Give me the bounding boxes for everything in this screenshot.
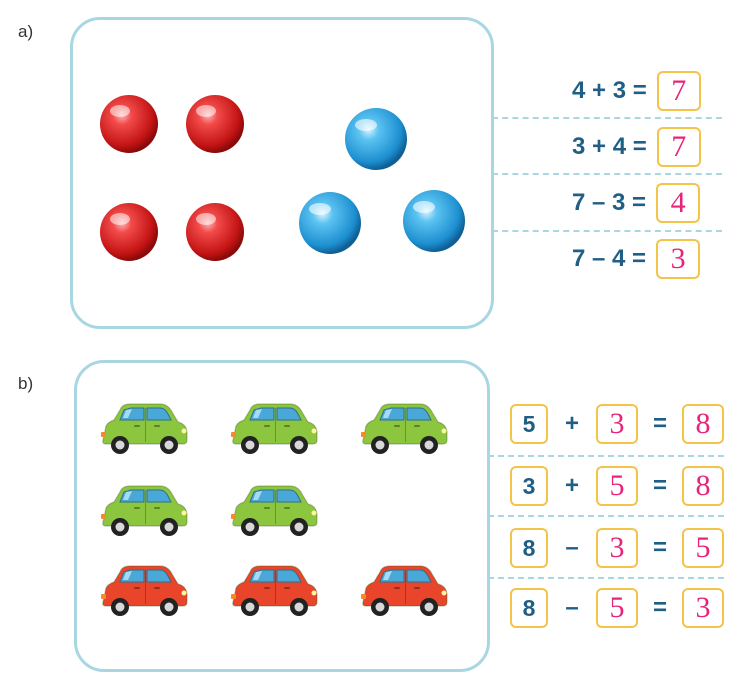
answer-box: 8 xyxy=(682,404,724,444)
answer-box: 3 xyxy=(682,588,724,628)
separator-line xyxy=(488,577,724,579)
green-car xyxy=(228,480,320,540)
answer-box: 3 xyxy=(596,528,638,568)
equation-text: 4 + 3 = xyxy=(572,77,647,104)
equation-text: 7 – 3 = xyxy=(572,189,647,216)
equation-a-3: 7 – 3 = 4 xyxy=(572,181,701,225)
red-ball xyxy=(100,203,158,261)
number-box: 8 xyxy=(510,528,548,568)
green-car xyxy=(358,398,450,458)
separator-line xyxy=(492,173,722,175)
number-box: 8 xyxy=(510,588,548,628)
equals-sign: = xyxy=(652,534,667,561)
separator-line xyxy=(488,515,724,517)
equation-b-3: 8 – 3 = 5 xyxy=(510,526,724,570)
number-box: 3 xyxy=(510,466,548,506)
red-ball xyxy=(186,95,244,153)
equals-sign: = xyxy=(652,594,667,621)
red-car xyxy=(98,560,190,620)
answer-box: 5 xyxy=(596,588,638,628)
equation-a-1: 4 + 3 = 7 xyxy=(572,69,701,113)
separator-line xyxy=(492,230,722,232)
part-a-label: a) xyxy=(18,22,34,41)
blue-ball xyxy=(403,190,465,252)
operator: + xyxy=(564,410,579,437)
answer-box: 7 xyxy=(656,71,701,111)
operator: – xyxy=(565,534,579,561)
equals-sign: = xyxy=(652,472,667,499)
equation-text: 7 – 4 = xyxy=(572,245,647,272)
green-car xyxy=(98,480,190,540)
equation-text: 3 + 4 = xyxy=(572,133,647,160)
balls-panel xyxy=(70,17,494,329)
equation-a-2: 3 + 4 = 7 xyxy=(572,125,701,169)
separator-line xyxy=(488,455,724,457)
blue-ball xyxy=(345,108,407,170)
answer-box: 3 xyxy=(656,239,701,279)
equation-b-4: 8 – 5 = 3 xyxy=(510,586,724,630)
red-ball xyxy=(186,203,244,261)
operator: + xyxy=(564,472,579,499)
green-car xyxy=(228,398,320,458)
answer-box: 3 xyxy=(596,404,638,444)
number-box: 5 xyxy=(510,404,548,444)
answer-box: 5 xyxy=(682,528,724,568)
red-ball xyxy=(100,95,158,153)
green-car xyxy=(98,398,190,458)
part-b-label: b) xyxy=(18,374,34,393)
red-car xyxy=(228,560,320,620)
red-car xyxy=(358,560,450,620)
equals-sign: = xyxy=(652,410,667,437)
answer-box: 4 xyxy=(656,183,701,223)
answer-box: 8 xyxy=(682,466,724,506)
operator: – xyxy=(565,594,579,621)
answer-box: 7 xyxy=(656,127,701,167)
blue-ball xyxy=(299,192,361,254)
answer-box: 5 xyxy=(596,466,638,506)
equation-a-4: 7 – 4 = 3 xyxy=(572,237,701,281)
equation-b-2: 3 + 5 = 8 xyxy=(510,464,724,508)
equation-b-1: 5 + 3 = 8 xyxy=(510,402,724,446)
separator-line xyxy=(492,117,722,119)
